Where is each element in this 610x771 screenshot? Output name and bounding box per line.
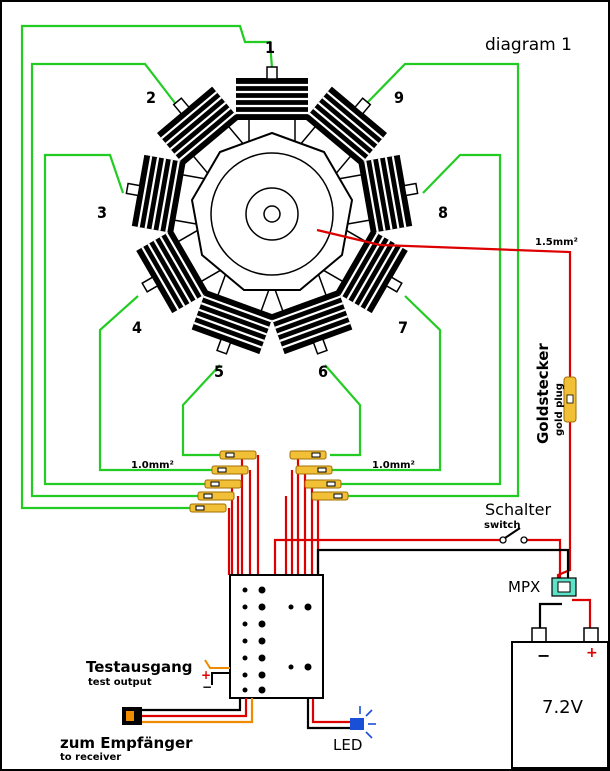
wire-to-led: [311, 698, 350, 724]
cyl-label-3: 3: [97, 203, 107, 222]
prop-shaft: [263, 205, 281, 223]
radial-engine: [125, 66, 419, 355]
cyl-label-1: 1: [265, 38, 275, 57]
gold-plug-label: gold plug: [554, 383, 565, 436]
wire-gauge-main: 1.5mm²: [535, 237, 578, 248]
green-wires: [20, 24, 520, 510]
cyl-label-2: 2: [146, 88, 156, 107]
plug-connectors: [189, 450, 349, 513]
wire-cyl-5: [181, 364, 222, 457]
test-output-label: test output: [88, 677, 152, 688]
test-plus-label: +: [201, 668, 211, 682]
red-wires: [227, 228, 592, 724]
cyl-label-8: 8: [438, 203, 448, 222]
battery-plus-label: +: [586, 645, 598, 661]
diagram-title: diagram 1: [485, 35, 572, 55]
receiver-cable: [122, 698, 254, 725]
mpx-connector: [551, 577, 577, 597]
led-label: LED: [333, 736, 362, 754]
cyl-label-7: 7: [398, 318, 408, 337]
mpx-label: MPX: [508, 578, 540, 596]
goldstecker-label: Goldstecker: [534, 343, 552, 444]
cyl-label-9: 9: [394, 88, 404, 107]
schalter-label: Schalter: [485, 500, 551, 519]
wire-mpx-plus: [572, 598, 592, 628]
wire-main-ground: [316, 228, 572, 377]
wire-black-ground: [316, 548, 570, 586]
wire-gauge-left: 1.0mm²: [131, 460, 174, 471]
wire-cyl-9: [340, 62, 520, 498]
wire-to-switch: [273, 538, 500, 575]
led-icon: [350, 706, 376, 739]
to-receiver-label: to receiver: [60, 752, 121, 763]
wire-gauge-right: 1.0mm²: [372, 460, 415, 471]
wire-cyl-3: [43, 153, 205, 486]
battery-voltage: 7.2V: [542, 697, 584, 718]
test-minus-label: −: [202, 680, 212, 694]
wire-cyl-8: [334, 153, 502, 486]
cyl-label-4: 4: [132, 318, 142, 337]
wire-mpx-minus: [538, 602, 562, 628]
gold-plug-main: [563, 376, 577, 423]
cyl-label-5: 5: [214, 362, 224, 381]
testausgang-label: Testausgang: [86, 658, 193, 676]
wire-cyl-4: [98, 295, 216, 472]
wire-cyl-1: [20, 24, 274, 510]
switch-label: switch: [484, 520, 520, 531]
cyl-label-6: 6: [318, 362, 328, 381]
wire-cyl-6: [324, 364, 362, 457]
battery: [511, 627, 609, 769]
wire-cyl-2: [30, 62, 200, 498]
wire-cyl-7: [325, 295, 442, 472]
battery-minus-label: −: [537, 646, 550, 665]
test-output-connector: [204, 659, 230, 685]
control-box: [229, 574, 324, 699]
switch: [499, 527, 528, 544]
zum-empfaenger-label: zum Empfänger: [60, 734, 193, 752]
